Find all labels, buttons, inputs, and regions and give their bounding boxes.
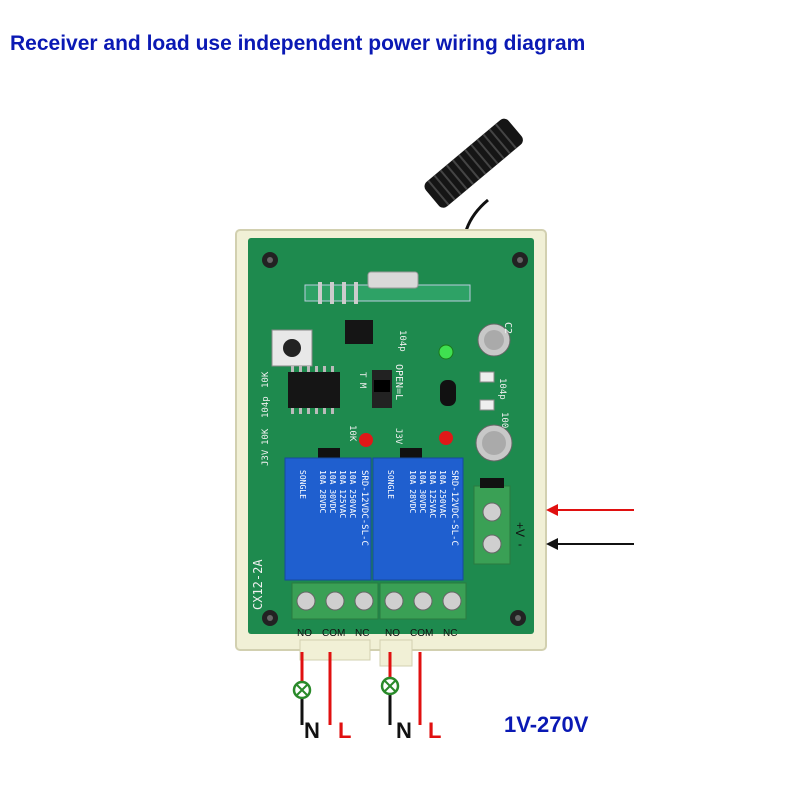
relay-2-rating-2: 10A 125VAC [428, 470, 437, 518]
terminal-label-no-2: NO [385, 628, 400, 639]
relay-1-part: SRD-12VDC-SL-C [359, 470, 369, 546]
pcb-label-c2: C2 [502, 322, 513, 334]
pcb-label-10k-a: 10K [261, 371, 271, 388]
relay-2-part: SRD-12VDC-SL-C [449, 470, 459, 546]
load-wiring-1: N L [292, 652, 351, 743]
terminal-label-nc-2: NC [443, 628, 457, 639]
power-minus-label: - [518, 537, 522, 551]
terminal-label-com-1: COM [322, 628, 345, 639]
relay-1-brand: SONGLE [298, 470, 307, 499]
neutral-label-1: N [304, 718, 320, 743]
live-label-2: L [428, 718, 441, 743]
voltage-range-label: 1V-270V [504, 712, 589, 737]
neutral-label-2: N [396, 718, 412, 743]
relay-2-brand: SONGLE [386, 470, 395, 499]
power-plus-label: +V [513, 522, 527, 537]
terminal-label-no-1: NO [297, 628, 312, 639]
relay-1-rating-3: 10A 30VDC [328, 470, 337, 514]
jumper-label: OPEN=L [393, 364, 404, 400]
negative-input-arrow [546, 538, 634, 550]
board-model-label: CX12-2A [251, 559, 265, 610]
output-terminal-block-1 [291, 582, 379, 620]
relay-2: SONGLE 10A 250VAC 10A 125VAC 10A 30VDC 1… [372, 457, 464, 581]
pcb-label-100: 100 [499, 412, 509, 428]
relay-1-rating-1: 10A 250VAC [348, 470, 357, 518]
relay-2-rating-4: 10A 28VDC [408, 470, 417, 514]
relay-2-rating-3: 10A 30VDC [418, 470, 427, 514]
relay-1: SONGLE 10A 250VAC 10A 125VAC 10A 30VDC 1… [284, 457, 372, 581]
pcb-label-j3v: J3V [261, 449, 271, 466]
relay-1-rating-4: 10A 28VDC [318, 470, 327, 514]
output-terminal-block-2 [379, 582, 467, 620]
live-label-1: L [338, 718, 351, 743]
relay-1-rating-2: 10A 125VAC [338, 470, 347, 518]
diagram-title: Receiver and load use independent power … [10, 32, 586, 55]
positive-input-arrow [546, 504, 634, 516]
relay-2-rating-1: 10A 250VAC [438, 470, 447, 518]
pcb-label-104p-c: 104p [261, 396, 271, 418]
terminal-label-nc-1: NC [355, 628, 369, 639]
pcb-label-104p-a: 104p [397, 330, 407, 352]
pcb-label-104p-b: 104p [497, 378, 507, 400]
pcb-label-tm: T M [357, 372, 367, 389]
pcb-label-10k-c: 10K [347, 425, 357, 442]
pcb-label-10k-b: 10K [261, 428, 271, 445]
antenna [424, 118, 523, 269]
load-wiring-2: N L [380, 652, 441, 743]
terminal-label-com-2: COM [410, 628, 433, 639]
pcb-label-j3v-b: J3V [393, 428, 403, 445]
power-terminal-block: +V - [473, 478, 527, 565]
